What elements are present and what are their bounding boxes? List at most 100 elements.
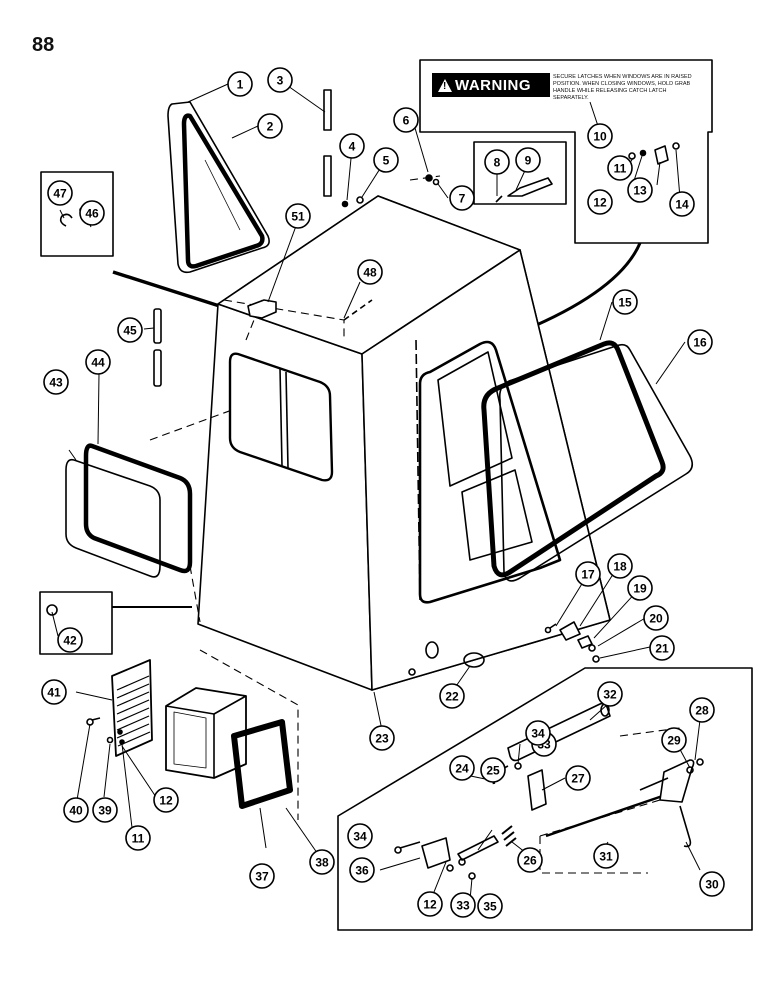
side-window-glass [65, 458, 161, 578]
callout-c29: 29 [661, 727, 687, 753]
callout-label: 12 [593, 196, 607, 210]
callout-circle [612, 289, 638, 315]
callout-label: 8 [494, 156, 501, 170]
callout-label: 12 [423, 898, 437, 912]
callout-label: 28 [695, 704, 709, 718]
callout-label: 34 [353, 830, 367, 844]
callout-label: 3 [277, 74, 284, 88]
callout-circle [393, 107, 419, 133]
callout-label: 38 [315, 856, 329, 870]
callout-c32: 32 [597, 681, 623, 707]
callout-label: 36 [355, 864, 369, 878]
callout-label: 46 [85, 207, 99, 221]
callout-c11: 11 [607, 155, 633, 181]
callout-label: 40 [69, 804, 83, 818]
callout-label: 6 [403, 114, 410, 128]
callout-circle [449, 185, 475, 211]
callout-circle [117, 317, 143, 343]
callout-circle [480, 757, 506, 783]
callout-c51: 51 [285, 203, 311, 229]
warning-decal: ! WARNING [432, 73, 550, 97]
callout-c12: 12 [587, 189, 613, 215]
callout-circle [267, 67, 293, 93]
callout-c15: 15 [612, 289, 638, 315]
callout-label: 18 [613, 560, 627, 574]
callout-label: 37 [255, 870, 269, 884]
callout-circle [649, 635, 675, 661]
callout-label: 22 [445, 690, 459, 704]
warning-text: SECURE LATCHES WHEN WINDOWS ARE IN RAISE… [553, 74, 692, 101]
callout-label: 31 [599, 850, 613, 864]
callout-c44: 44 [85, 349, 111, 375]
callout-c3: 3 [267, 67, 293, 93]
callout-circle [699, 871, 725, 897]
callout-circle [92, 797, 118, 823]
callout-label: 27 [571, 772, 585, 786]
callout-label: 41 [47, 686, 61, 700]
callout-circle [484, 149, 510, 175]
callout-circle [597, 681, 623, 707]
callout-label: 24 [455, 762, 469, 776]
door-window-glass [498, 343, 694, 582]
callout-c19: 19 [627, 575, 653, 601]
callout-c33b: 33 [450, 892, 476, 918]
callout-label: 32 [603, 688, 617, 702]
callout-circle [515, 147, 541, 173]
callout-circle [41, 679, 67, 705]
callout-c16: 16 [687, 329, 713, 355]
callout-circle [125, 825, 151, 851]
callout-label: 23 [375, 732, 389, 746]
callout-c24: 24 [449, 755, 475, 781]
callout-circle [43, 369, 69, 395]
callout-label: 26 [523, 854, 537, 868]
callout-c31: 31 [593, 843, 619, 869]
callout-c41: 41 [41, 679, 67, 705]
callout-label: 51 [291, 210, 305, 224]
callout-circle [249, 863, 275, 889]
callout-circle [565, 765, 591, 791]
callout-c45: 45 [117, 317, 143, 343]
callout-circle [79, 200, 105, 226]
callout-c43: 43 [43, 369, 69, 395]
callout-c1: 1 [227, 71, 253, 97]
callout-circle [417, 891, 443, 917]
callout-circle [309, 849, 335, 875]
callout-c47: 47 [47, 180, 73, 206]
callout-c34a: 34 [525, 720, 551, 746]
callout-label: 15 [618, 296, 632, 310]
callout-label: 10 [593, 130, 607, 144]
callout-circle [339, 133, 365, 159]
latch-inset-box [473, 141, 567, 205]
warning-inset-box [419, 59, 713, 244]
callout-c36: 36 [349, 857, 375, 883]
grommet-inset-box [39, 591, 113, 655]
rod-32 [507, 702, 611, 762]
callout-label: 4 [349, 140, 356, 154]
callout-circle [449, 755, 475, 781]
callout-circle [687, 329, 713, 355]
rod-31 [545, 788, 681, 838]
callout-label: 35 [483, 900, 497, 914]
callout-label: 21 [655, 642, 669, 656]
callout-c17: 17 [575, 561, 601, 587]
vent-window-glass [167, 101, 270, 274]
callout-label: 25 [486, 764, 500, 778]
callout-label: 13 [633, 184, 647, 198]
callout-c28: 28 [689, 697, 715, 723]
callout-label: 44 [91, 356, 105, 370]
callout-c9: 9 [515, 147, 541, 173]
callout-c40: 40 [63, 797, 89, 823]
callout-circle [47, 180, 73, 206]
callout-circle [587, 123, 613, 149]
bracket-27 [527, 769, 547, 811]
bracket-30 [659, 759, 695, 803]
callout-circle [607, 155, 633, 181]
callout-label: 11 [132, 832, 145, 846]
callout-c48: 48 [357, 259, 383, 285]
callout-label: 9 [525, 154, 532, 168]
callout-c5: 5 [373, 147, 399, 173]
callout-label: 11 [614, 162, 627, 176]
callout-c42: 42 [57, 627, 83, 653]
callout-circle [627, 575, 653, 601]
